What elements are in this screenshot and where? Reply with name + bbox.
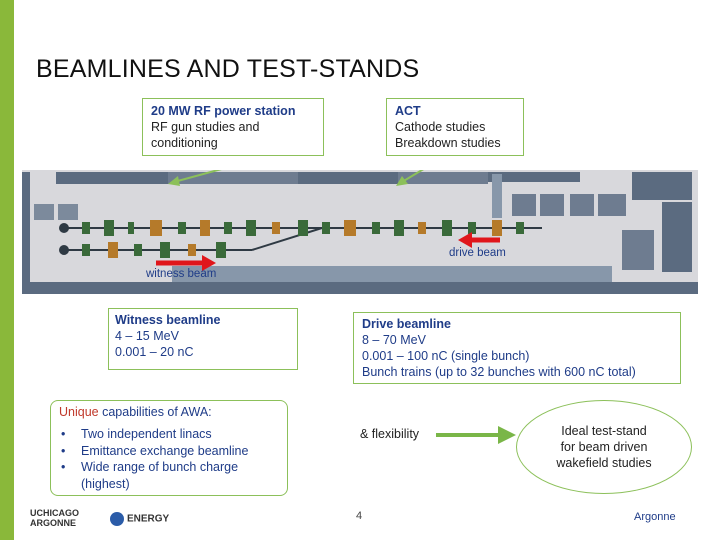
ideal-teststand-ellipse: Ideal test-stand for beam driven wakefie…: [516, 400, 692, 494]
witness-beam-arrow-head: [202, 255, 216, 271]
rf-station-callout: 20 MW RF power station RF gun studies an…: [142, 98, 324, 156]
uchicago-text: UCHICAGO: [30, 508, 79, 518]
capabilities-heading-highlight: Unique: [59, 405, 99, 419]
witness-charge: 0.001 – 20 nC: [115, 345, 194, 359]
capability-item: Two independent linacs: [61, 426, 279, 443]
witness-merge-pipe: [251, 227, 323, 251]
rf-station-line2: conditioning: [151, 136, 218, 150]
drive-beam-arrow-head: [458, 232, 472, 248]
capabilities-box: Unique capabilities of AWA: Two independ…: [50, 400, 288, 496]
uchicago-argonne-logo: UCHICAGO ARGONNE: [30, 508, 79, 528]
beamline-components: [82, 220, 524, 258]
drive-beamline-box: Drive beamline 8 – 70 MeV 0.001 – 100 nC…: [353, 312, 681, 384]
shield-block-3: [512, 194, 536, 216]
shield-wall-top-6: [632, 172, 692, 200]
rf-pointer-head: [168, 176, 180, 186]
page-number: 4: [356, 510, 363, 522]
act-callout: ACT Cathode studies Breakdown studies: [386, 98, 524, 156]
act-heading: ACT: [395, 104, 421, 118]
drive-beam-label: drive beam: [449, 247, 506, 259]
shield-wall-left: [22, 172, 30, 282]
flexibility-text: & flexibility: [360, 427, 420, 441]
shield-wall-bottom: [22, 282, 698, 294]
capability-item: Wide range of bunch charge: [61, 459, 279, 476]
witness-beam-label: witness beam: [146, 268, 217, 280]
shield-wall-top-4: [398, 172, 488, 184]
shield-block-8: [662, 202, 692, 272]
shield-wall-top-5: [488, 172, 580, 182]
rf-station-heading: 20 MW RF power station: [151, 104, 296, 118]
ideal-line3: wakefield studies: [556, 456, 652, 470]
rf-station-line1: RF gun studies and: [151, 120, 260, 134]
act-pointer-line: [401, 170, 424, 183]
shield-wall-top-3: [298, 172, 398, 184]
rf-pointer-line: [173, 170, 222, 183]
witness-beamline-heading: Witness beamline: [115, 313, 221, 327]
doe-seal-icon: [110, 512, 124, 526]
capabilities-heading: Unique capabilities of AWA:: [59, 404, 279, 420]
argonne-logo-text: Argonne: [634, 511, 676, 523]
beamline-schematic: [22, 170, 698, 294]
right-arrow-icon: [436, 426, 516, 444]
drive-beamline-heading: Drive beamline: [362, 317, 451, 331]
drive-charge: 0.001 – 100 nC (single bunch): [362, 349, 530, 363]
energy-text: ENERGY: [127, 513, 170, 525]
witness-beamline-box: Witness beamline 4 – 15 MeV 0.001 – 20 n…: [108, 308, 298, 370]
act-line2: Breakdown studies: [395, 136, 501, 150]
act-line1: Cathode studies: [395, 120, 486, 134]
shield-block-9: [622, 230, 654, 270]
argonne-logo: Argonne: [634, 511, 676, 523]
shield-wall-bottom-inner: [172, 266, 612, 282]
drive-gun: [59, 223, 69, 233]
shield-block-1: [34, 204, 54, 220]
ideal-line2: for beam driven: [560, 440, 648, 454]
shield-wall-top-1: [56, 172, 168, 184]
capability-item-cont: (highest): [81, 476, 130, 491]
capabilities-heading-rest: capabilities of AWA:: [98, 405, 212, 419]
capabilities-list: Two independent linacs Emittance exchang…: [59, 426, 279, 476]
shield-block-5: [570, 194, 594, 216]
argonne-llc-text: ARGONNE: [30, 518, 77, 528]
accent-bar: [0, 0, 14, 540]
doe-energy-logo: ENERGY: [110, 512, 169, 526]
witness-energy: 4 – 15 MeV: [115, 329, 179, 343]
drive-energy: 8 – 70 MeV: [362, 333, 426, 347]
drive-trains: Bunch trains (up to 32 bunches with 600 …: [362, 365, 636, 379]
shield-block-6: [598, 194, 626, 216]
ideal-line1: Ideal test-stand: [561, 424, 647, 438]
capability-item: Emittance exchange beamline: [61, 443, 279, 460]
shield-block-7: [492, 174, 502, 218]
witness-gun: [59, 245, 69, 255]
shield-block-4: [540, 194, 564, 216]
page-title: BEAMLINES AND TEST-STANDS: [36, 55, 420, 83]
act-pointer-head: [396, 176, 408, 186]
shield-block-2: [58, 204, 78, 220]
